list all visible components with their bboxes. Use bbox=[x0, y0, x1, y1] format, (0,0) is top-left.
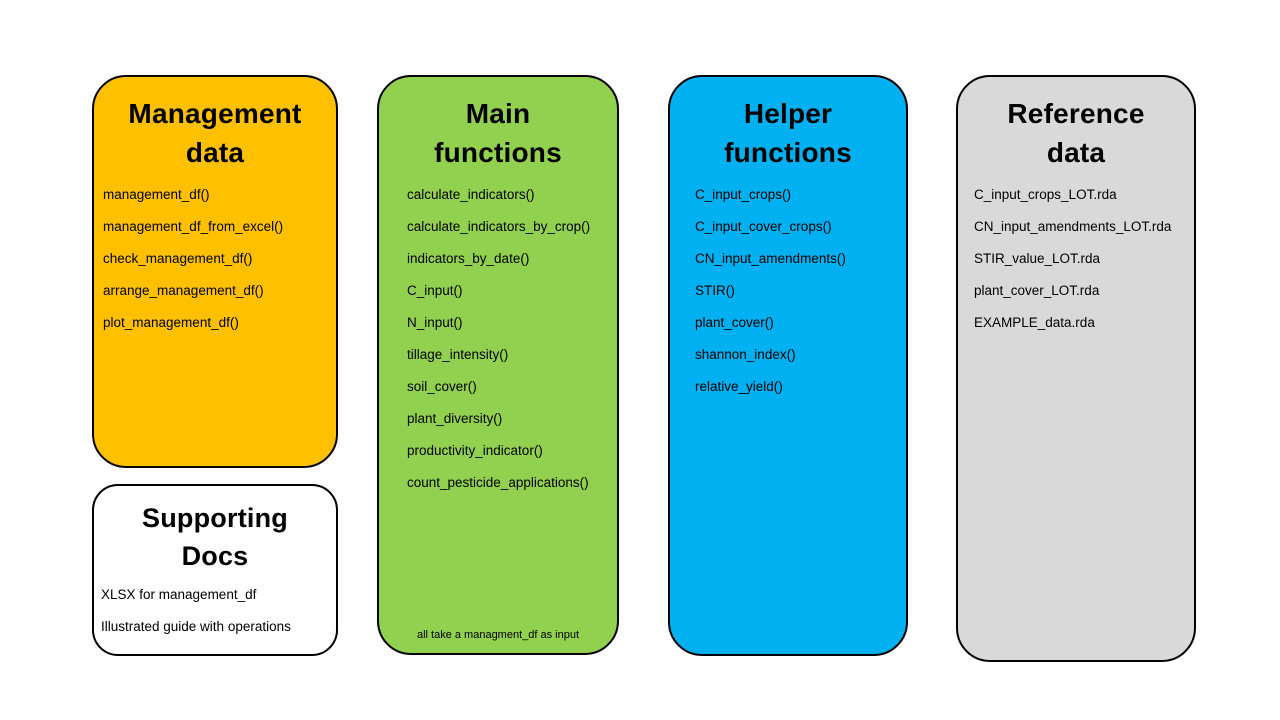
function-item: arrange_management_df() bbox=[103, 283, 264, 298]
function-item: tillage_intensity() bbox=[407, 347, 509, 362]
function-item: calculate_indicators_by_crop() bbox=[407, 219, 591, 234]
main-functions-footnote: all take a managment_df as input bbox=[416, 629, 580, 641]
function-item: management_df() bbox=[103, 187, 210, 202]
management-data-title: Management data bbox=[94, 77, 336, 172]
title-line-1: Supporting bbox=[142, 503, 288, 533]
title-line-2: data bbox=[185, 137, 245, 168]
data-file-item: plant_cover_LOT.rda bbox=[974, 283, 1100, 298]
function-item: C_input_crops() bbox=[695, 187, 792, 202]
function-item: plot_management_df() bbox=[103, 315, 239, 330]
doc-item: XLSX for management_df bbox=[101, 587, 257, 602]
function-item: STIR() bbox=[695, 283, 735, 298]
title-line-2: Docs bbox=[181, 541, 249, 571]
main-functions-title: Main functions bbox=[379, 77, 617, 172]
supporting-docs-title: Supporting Docs bbox=[94, 486, 336, 575]
data-file-item: CN_input_amendments_LOT.rda bbox=[974, 219, 1172, 234]
management-data-box: Management data management_df()managemen… bbox=[92, 75, 338, 468]
main-functions-box: Main functions calculate_indicators()cal… bbox=[377, 75, 619, 655]
function-item: shannon_index() bbox=[695, 347, 796, 362]
function-item: calculate_indicators() bbox=[407, 187, 535, 202]
title-line-1: Helper bbox=[743, 98, 833, 129]
title-line-2: functions bbox=[434, 137, 562, 168]
title-line-2: data bbox=[1046, 137, 1106, 168]
function-item: check_management_df() bbox=[103, 251, 253, 266]
reference-data-title: Reference data bbox=[958, 77, 1194, 172]
doc-item: Illustrated guide with operations bbox=[101, 619, 291, 634]
title-line-1: Management bbox=[128, 98, 302, 129]
data-file-item: EXAMPLE_data.rda bbox=[974, 315, 1095, 330]
data-file-item: C_input_crops_LOT.rda bbox=[974, 187, 1117, 202]
function-item: soil_cover() bbox=[407, 379, 477, 394]
function-item: N_input() bbox=[407, 315, 463, 330]
main-functions-items: calculate_indicators() calculate_indicato… bbox=[379, 184, 617, 494]
function-item: C_input() bbox=[407, 283, 463, 298]
function-item: indicators_by_date() bbox=[407, 251, 530, 266]
helper-functions-items: C_input_crops() C_input_cover_crops() CN_i… bbox=[670, 184, 906, 398]
helper-functions-title: Helper functions bbox=[670, 77, 906, 172]
title-line-2: functions bbox=[724, 137, 852, 168]
data-file-item: STIR_value_LOT.rda bbox=[974, 251, 1101, 266]
function-item: relative_yield() bbox=[695, 379, 783, 394]
function-item: CN_input_amendments() bbox=[695, 251, 846, 266]
title-line-1: Main bbox=[465, 98, 531, 129]
function-item: management_df_from_excel() bbox=[103, 219, 284, 234]
helper-functions-box: Helper functions C_input_crops()C_input_… bbox=[668, 75, 908, 656]
management-data-items: management_df() management_df_from_excel(… bbox=[94, 184, 336, 334]
function-item: plant_diversity() bbox=[407, 411, 503, 426]
function-item: count_pesticide_applications() bbox=[407, 475, 589, 490]
function-item: productivity_indicator() bbox=[407, 443, 543, 458]
function-item: C_input_cover_crops() bbox=[695, 219, 832, 234]
function-item: plant_cover() bbox=[695, 315, 774, 330]
title-line-1: Reference bbox=[1007, 98, 1145, 129]
